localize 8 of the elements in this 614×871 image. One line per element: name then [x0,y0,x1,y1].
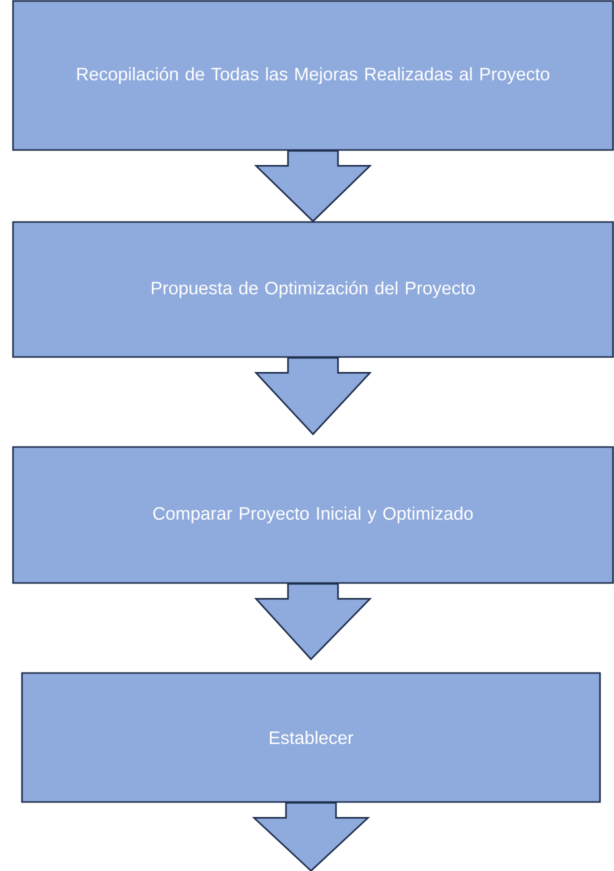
process-box: Propuesta de Optimización del Proyecto [12,221,614,358]
block-arrow [252,802,370,871]
process-box: Comparar Proyecto Inicial y Optimizado [12,446,614,584]
process-box: Establecer [21,672,601,803]
process-box: Recopilación de Todas las Mejoras Realizadas al Proyecto [12,0,614,151]
block-arrow [254,150,372,222]
block-arrow [254,357,372,436]
block-arrow [254,583,372,660]
